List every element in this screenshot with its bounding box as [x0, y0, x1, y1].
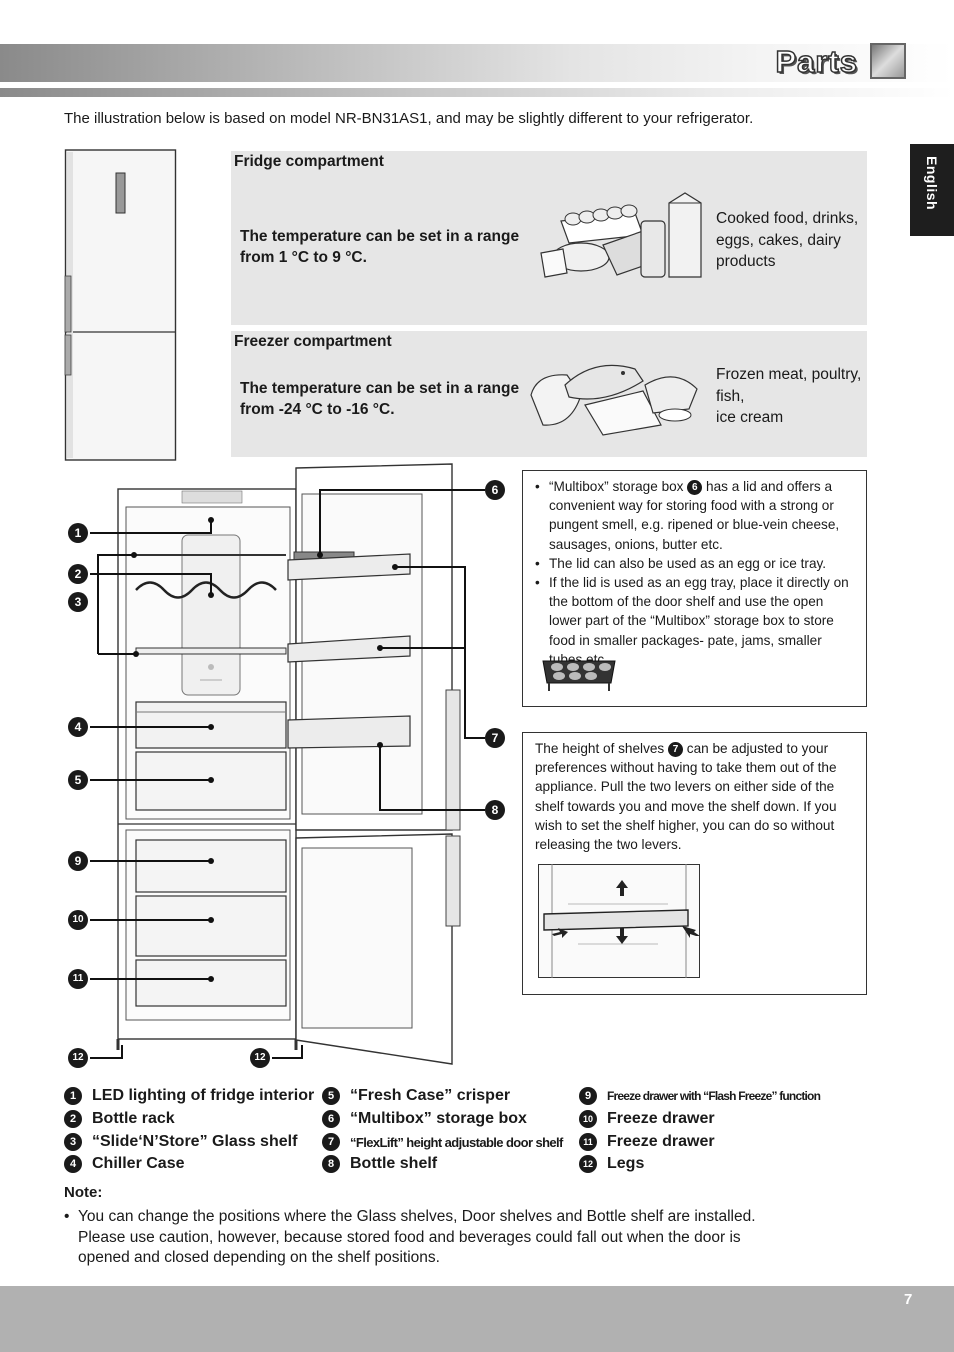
- legend-item-4: 4 Chiller Case: [64, 1155, 184, 1173]
- marker-1: 1: [68, 523, 88, 543]
- legend-number: 3: [64, 1133, 82, 1151]
- shelf-height-info-box: The height of shelves 7 can be adjusted …: [522, 732, 867, 995]
- fridge-compartment-panel: Fridge compartment The temperature can b…: [231, 151, 867, 325]
- callout-number-6: 6: [687, 480, 703, 495]
- closed-fridge-illustration: [64, 149, 177, 461]
- legend-label: Chiller Case: [92, 1155, 185, 1172]
- freezer-compartment-panel: Freezer compartment The temperature can …: [231, 331, 867, 457]
- legend-label: “Slide‘N’Store” Glass shelf: [92, 1133, 298, 1150]
- legend-label: “Multibox” storage box: [350, 1110, 527, 1127]
- marker-5: 5: [68, 770, 88, 790]
- legend-label: Legs: [607, 1155, 645, 1172]
- title-square-icon: [870, 43, 906, 79]
- fridge-food-illustration: [540, 192, 702, 278]
- marker-12-right: 12: [250, 1048, 270, 1068]
- legend-item-12: 12 Legs: [579, 1155, 644, 1173]
- legend-label: Bottle shelf: [350, 1155, 438, 1172]
- legend-item-3: 3 “Slide‘N’Store” Glass shelf: [64, 1133, 297, 1151]
- marker-2: 2: [68, 564, 88, 584]
- legend-item-7: 7 “FlexLift” height adjustable door shelf: [322, 1133, 563, 1151]
- callout-number-7: 7: [668, 742, 684, 757]
- egg-tray-illustration: [542, 660, 616, 691]
- legend-number: 6: [322, 1110, 340, 1128]
- shelf-height-text: The height of shelves 7 can be adjusted …: [535, 739, 856, 854]
- freezer-temperature-text: The temperature can be set in a range fr…: [240, 380, 520, 418]
- legend-item-11: 11 Freeze drawer: [579, 1133, 715, 1151]
- multibox-bullet-2: The lid can also be used as an egg or ic…: [535, 554, 856, 573]
- shelf-height-text-post: can be adjusted to your preferences with…: [535, 741, 837, 853]
- header-band: [0, 44, 954, 82]
- multibox-info-box: “Multibox” storage box 6 has a lid and o…: [522, 470, 867, 707]
- freezer-foods-line2: ice cream: [716, 409, 784, 426]
- legend-item-6: 6 “Multibox” storage box: [322, 1110, 527, 1128]
- legend-label: “Fresh Case” crisper: [350, 1087, 511, 1104]
- freezer-foods-text: Frozen meat, poultry, fish, ice cream: [716, 364, 866, 429]
- legend-item-2: 2 Bottle rack: [64, 1110, 175, 1128]
- page-number: 7: [904, 1291, 913, 1308]
- footer-band: [0, 1286, 954, 1352]
- legend-number: 5: [322, 1087, 340, 1105]
- freezer-panel-title: Freezer compartment: [234, 333, 392, 350]
- header-rule: [0, 88, 954, 97]
- marker-12-left: 12: [68, 1048, 88, 1068]
- marker-8: 8: [485, 800, 505, 820]
- marker-10: 10: [68, 910, 88, 930]
- freezer-food-illustration: [530, 364, 698, 436]
- legend-label: Bottle rack: [92, 1110, 175, 1127]
- legend-number: 12: [579, 1155, 597, 1173]
- legend-item-9: 9 Freeze drawer with “Flash Freeze” funct…: [579, 1087, 821, 1105]
- legend-number: 11: [579, 1133, 597, 1151]
- page-title: Parts: [775, 43, 858, 80]
- language-tab-label: English: [924, 156, 940, 211]
- marker-7: 7: [485, 728, 505, 748]
- language-tab: English: [910, 144, 954, 236]
- legend-number: 7: [322, 1133, 340, 1151]
- legend-number: 1: [64, 1087, 82, 1105]
- legend-label: “FlexLift” height adjustable door shelf: [350, 1134, 563, 1150]
- legend-number: 4: [64, 1155, 82, 1173]
- shelf-height-text-pre: The height of shelves: [535, 741, 665, 756]
- legend-number: 9: [579, 1087, 597, 1105]
- marker-4: 4: [68, 717, 88, 737]
- open-fridge-diagram: [90, 463, 485, 1065]
- legend-number: 2: [64, 1110, 82, 1128]
- flexlift-shelf-illustration: [538, 864, 700, 978]
- note-body: You can change the positions where the G…: [64, 1207, 794, 1269]
- legend-label: LED lighting of fridge interior: [92, 1087, 315, 1104]
- intro-text: The illustration below is based on model…: [64, 110, 754, 127]
- multibox-bullet-1: “Multibox” storage box 6 has a lid and o…: [535, 477, 856, 554]
- fridge-panel-title: Fridge compartment: [234, 153, 384, 170]
- legend-number: 10: [579, 1110, 597, 1128]
- multibox-bullet-1-pre: “Multibox” storage box: [549, 479, 684, 494]
- legend-label: Freeze drawer with “Flash Freeze” functi…: [607, 1089, 821, 1103]
- legend-item-1: 1 LED lighting of fridge interior: [64, 1087, 314, 1105]
- fridge-foods-text: Cooked food, drinks, eggs, cakes, dairy …: [716, 210, 859, 270]
- note-title: Note:: [64, 1184, 103, 1201]
- marker-6: 6: [485, 480, 505, 500]
- multibox-bullet-1-post: has a lid and offers a convenient way fo…: [549, 479, 840, 552]
- fridge-temperature-text: The temperature can be set in a range fr…: [240, 228, 520, 266]
- legend-label: Freeze drawer: [607, 1110, 715, 1127]
- marker-11: 11: [68, 969, 88, 989]
- legend-item-8: 8 Bottle shelf: [322, 1155, 437, 1173]
- legend-item-10: 10 Freeze drawer: [579, 1110, 715, 1128]
- legend-number: 8: [322, 1155, 340, 1173]
- legend-item-5: 5 “Fresh Case” crisper: [322, 1087, 510, 1105]
- legend-label: Freeze drawer: [607, 1133, 715, 1150]
- marker-9: 9: [68, 851, 88, 871]
- marker-3: 3: [68, 592, 88, 612]
- freezer-foods-line1: Frozen meat, poultry, fish,: [716, 366, 862, 405]
